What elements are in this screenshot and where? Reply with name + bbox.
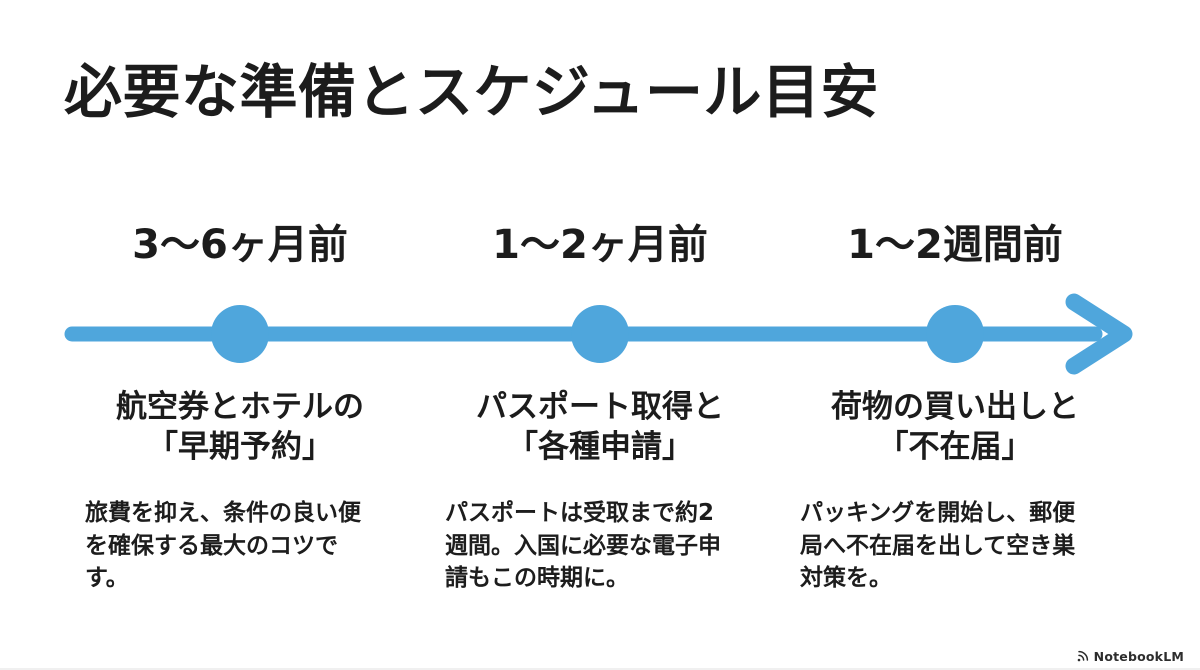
timeline-arrow (64, 293, 1133, 375)
time-label-1: 3〜6ヶ月前 (132, 222, 348, 268)
slide-bottom-edge (0, 668, 1200, 670)
milestone-heading-3-line1: 荷物の買い出しと (831, 389, 1079, 425)
milestone-heading-1-line1: 航空券とホテルの (116, 389, 364, 425)
time-label-3: 1〜2週間前 (847, 222, 1063, 268)
milestone-heading-2-line2: 「各種申請」 (507, 428, 693, 465)
milestone-heading-3: 荷物の買い出しと 「不在届」 (800, 388, 1110, 467)
page-title: 必要な準備とスケジュール目安 (64, 58, 879, 126)
milestone-heading-2: パスポート取得と 「各種申請」 (445, 388, 755, 467)
time-label-2: 1〜2ヶ月前 (492, 222, 708, 268)
milestone-body-3: パッキングを開始し、郵便 局へ不在届を出して空き巣 対策を。 (800, 500, 1076, 592)
milestone-heading-2-line1: パスポート取得と (476, 389, 724, 425)
notebooklm-waves-icon (1077, 650, 1088, 662)
milestone-body-1: 旅費を抑え、条件の良い便 を確保する最大のコツで す。 (85, 500, 361, 592)
milestone-body-2: パスポートは受取まで約2 週間。入国に必要な電子申 請もこの時期に。 (445, 500, 721, 592)
milestone-dot-2 (571, 305, 629, 363)
notebooklm-watermark: NotebookLM (1075, 649, 1184, 664)
milestone-dot-3 (926, 305, 984, 363)
milestone-dot-1 (211, 305, 269, 363)
arrowhead-icon (1065, 293, 1133, 375)
brand-label: NotebookLM (1093, 649, 1184, 664)
milestone-heading-1-line2: 「早期予約」 (147, 428, 333, 465)
milestone-heading-1: 航空券とホテルの 「早期予約」 (85, 388, 395, 467)
milestone-heading-3-line2: 「不在届」 (877, 428, 1033, 465)
